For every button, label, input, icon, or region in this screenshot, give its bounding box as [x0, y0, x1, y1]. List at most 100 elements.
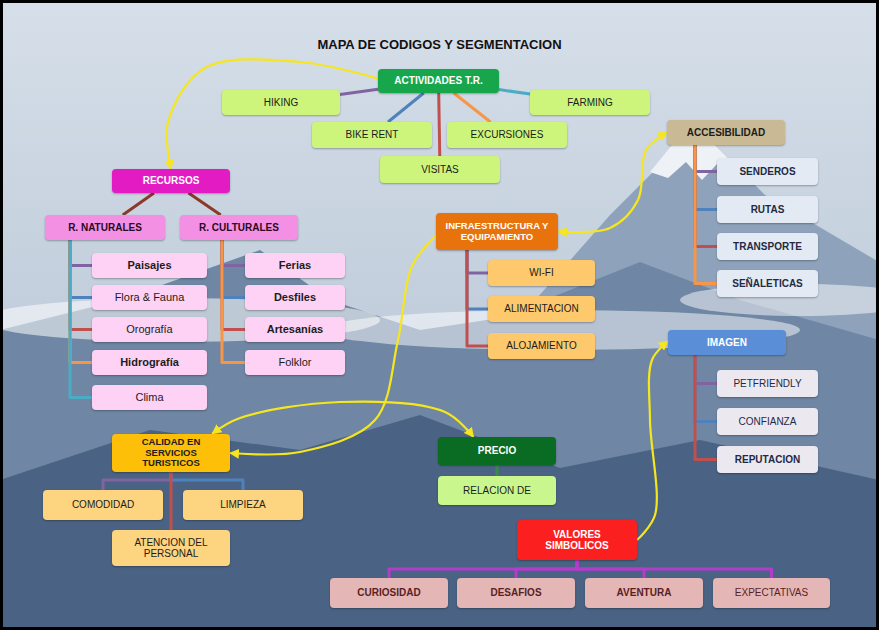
tree-connector	[70, 240, 92, 330]
node-label: VALORES SIMBOLICOS	[517, 529, 637, 552]
item-box: WI-FI	[488, 260, 595, 286]
tree-connector	[695, 355, 717, 460]
node-label: COMODIDAD	[43, 499, 163, 511]
tree-connector	[222, 240, 245, 330]
item-box: DESAFIOS	[457, 578, 575, 608]
tree-connector	[496, 465, 499, 476]
node-label: Hidrografía	[92, 356, 207, 369]
relation-arrow	[212, 402, 473, 437]
item-box: TRANSPORTE	[717, 233, 818, 260]
item-box: BIKE RENT	[312, 122, 432, 148]
tree-connector	[389, 560, 577, 578]
node-label: Ferias	[245, 259, 345, 272]
tree-connector	[695, 145, 717, 210]
item-box: LIMPIEZA	[183, 490, 303, 520]
node-label: RUTAS	[717, 204, 818, 216]
node-label: EXCURSIONES	[447, 129, 567, 141]
category-box: R. NATURALES	[45, 215, 165, 240]
node-label: REPUTACION	[717, 454, 818, 466]
node-label: CONFIANZA	[717, 416, 818, 428]
node-label: ACTIVIDADES T.R.	[378, 75, 499, 87]
node-label: R. NATURALES	[45, 222, 165, 234]
tree-connector	[695, 145, 717, 172]
node-label: Clima	[92, 391, 207, 404]
category-box: R. CULTURALES	[180, 215, 298, 240]
tree-connector	[516, 560, 577, 578]
node-label: Paisajes	[92, 259, 207, 272]
node-label: CURIOSIDAD	[330, 587, 448, 599]
node-label: ALOJAMIENTO	[488, 340, 595, 352]
relation-arrow	[637, 341, 668, 540]
tree-connector	[695, 145, 717, 284]
tree-connector	[388, 93, 424, 122]
node-label: VISITAS	[380, 164, 500, 176]
tree-connector	[695, 145, 717, 247]
tree-connector	[70, 240, 92, 398]
node-label: HIKING	[222, 97, 340, 109]
node-label: ATENCION DEL PERSONAL	[112, 537, 230, 560]
tree-connector	[439, 93, 440, 156]
item-box: Paisajes	[92, 253, 207, 278]
item-box: CURIOSIDAD	[330, 578, 448, 608]
node-label: IMAGEN	[668, 337, 786, 349]
tree-connector	[123, 193, 154, 215]
tree-connector	[171, 472, 243, 490]
tree-connector	[695, 355, 717, 384]
node-label: R. CULTURALES	[180, 222, 298, 234]
category-box: INFRAESTRUCTURA Y EQUIPAMIENTO	[436, 213, 558, 250]
tree-connector	[222, 240, 245, 298]
item-box: RUTAS	[717, 196, 818, 223]
node-label: FARMING	[530, 97, 650, 109]
category-box: ACTIVIDADES T.R.	[378, 69, 499, 93]
tree-connector	[70, 240, 92, 363]
node-label: AVENTURA	[585, 587, 703, 599]
tree-connector	[695, 355, 717, 422]
node-label: LIMPIEZA	[183, 499, 303, 511]
node-label: ACCESIBILIDAD	[667, 127, 785, 139]
category-box: RECURSOS	[112, 169, 230, 193]
category-box: VALORES SIMBOLICOS	[517, 520, 637, 560]
item-box: RELACION DE	[438, 476, 556, 505]
tree-connector	[189, 193, 221, 215]
item-box: Orografía	[92, 317, 207, 342]
node-label: DESAFIOS	[457, 587, 575, 599]
node-label: PETFRIENDLY	[717, 378, 818, 390]
foreground-ridge	[0, 415, 879, 630]
node-label: Artesanías	[245, 323, 345, 336]
item-box: COMODIDAD	[43, 490, 163, 520]
item-box: HIKING	[222, 90, 340, 115]
relation-arrow	[167, 59, 378, 169]
item-box: EXCURSIONES	[447, 122, 567, 148]
node-label: SEÑALETICAS	[717, 278, 818, 290]
item-box: ATENCION DEL PERSONAL	[112, 530, 230, 566]
tree-connector	[103, 472, 171, 490]
node-label: ALIMENTACION	[488, 303, 595, 315]
item-box: SEÑALETICAS	[717, 270, 818, 297]
item-box: Ferias	[245, 253, 345, 278]
item-box: Flora & Fauna	[92, 285, 207, 310]
item-box: Desfiles	[245, 285, 345, 310]
item-box: Folklor	[245, 350, 345, 375]
node-label: CALIDAD EN SERVICIOS TURISTICOS	[112, 437, 230, 470]
node-label: SENDEROS	[717, 166, 818, 178]
node-label: EXPECTATIVAS	[713, 587, 830, 599]
item-box: CONFIANZA	[717, 408, 818, 435]
category-box: PRECIO	[438, 437, 556, 465]
tree-connector	[454, 93, 491, 122]
category-box: CALIDAD EN SERVICIOS TURISTICOS	[112, 434, 230, 473]
item-box: Clima	[92, 385, 207, 410]
category-box: IMAGEN	[668, 330, 786, 355]
item-box: AVENTURA	[585, 578, 703, 608]
node-label: WI-FI	[488, 267, 595, 279]
item-box: ALOJAMIENTO	[488, 333, 595, 359]
item-box: SENDEROS	[717, 158, 818, 185]
node-label: BIKE RENT	[312, 129, 432, 141]
node-label: Folklor	[245, 356, 345, 369]
tree-connector	[70, 240, 92, 266]
tree-connector	[170, 472, 173, 530]
node-label: Desfiles	[245, 291, 345, 304]
item-box: EXPECTATIVAS	[713, 578, 830, 608]
item-box: Artesanías	[245, 317, 345, 342]
relation-arrow	[230, 235, 436, 454]
